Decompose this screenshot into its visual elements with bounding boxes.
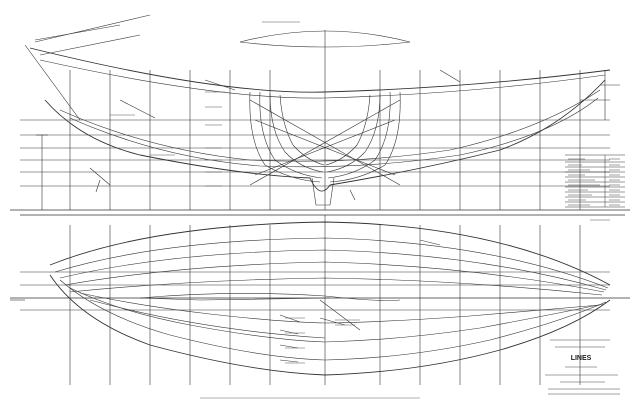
particulars-table bbox=[565, 154, 625, 208]
half-breadth-plan bbox=[10, 214, 630, 385]
annotation-marks bbox=[110, 21, 610, 364]
drawing-title: LINES bbox=[571, 355, 592, 362]
body-plan-sections bbox=[249, 91, 401, 206]
title-block: LINES bbox=[545, 339, 620, 395]
profile-view bbox=[10, 14, 630, 211]
